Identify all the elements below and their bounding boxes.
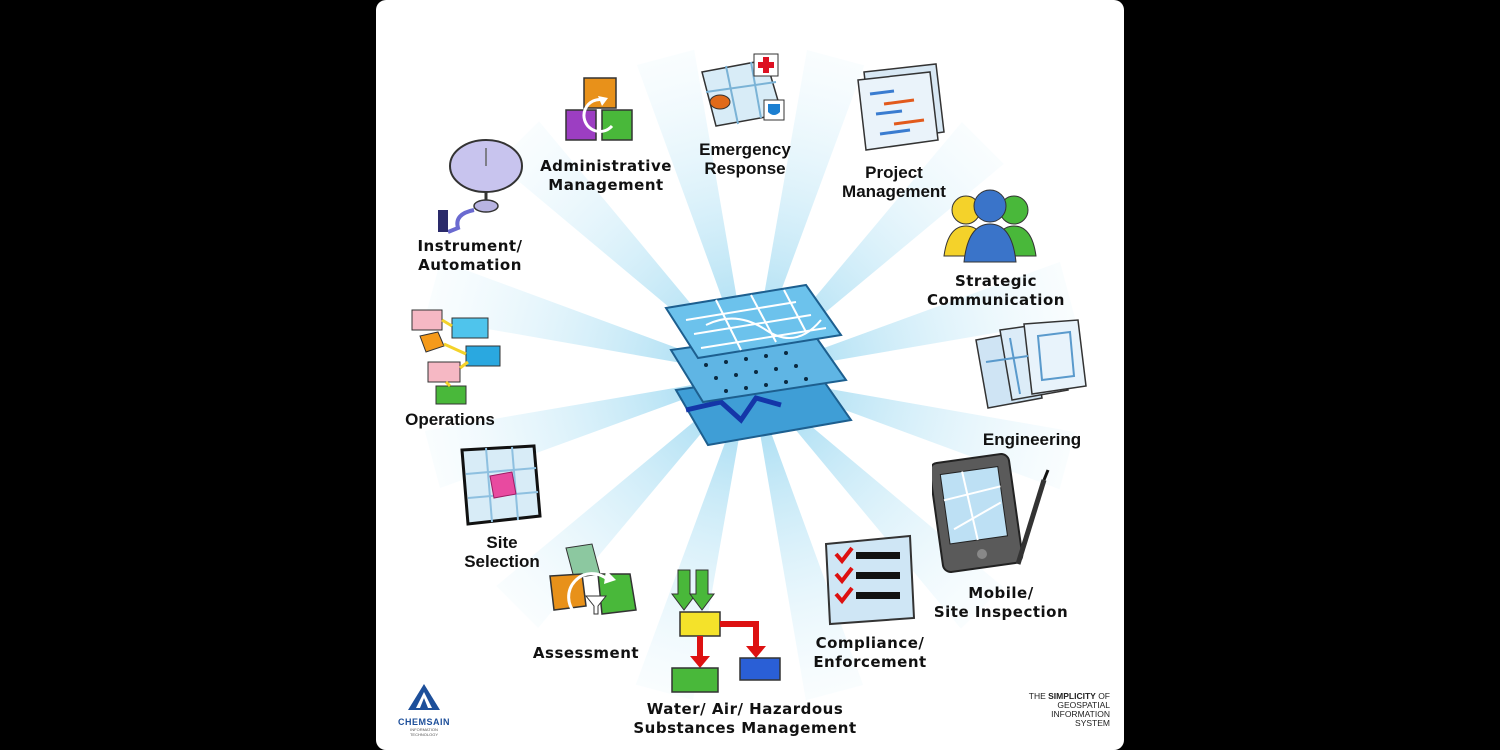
pda-stylus-icon [932,453,1050,573]
ray-mobile [750,375,1003,629]
tagline-pre: THE [1028,691,1049,701]
ray-water [635,375,750,701]
tagline-line3: INFORMATION [1051,709,1110,719]
blueprint-sheets-icon [975,319,1087,409]
label-instrument: Instrument/Automation [417,237,523,274]
tagline-line2: GEOSPATIAL [1057,700,1110,710]
cubes-cycle-icon [565,77,633,141]
tagline-line4: SYSTEM [1075,718,1110,728]
ray-strategic [750,261,1076,375]
ray-assessment [496,375,750,628]
logo-subtext: INFORMATION TECHNOLOGY [409,727,438,737]
gis-layers-stack-icon [664,283,853,447]
parcel-map-icon [460,444,542,526]
label-mobile: Mobile/Site Inspection [933,584,1069,621]
tagline-post: OF [1095,691,1110,701]
tagline-bold: SIMPLICITY [1048,691,1096,701]
ray-operations [424,260,750,375]
chemsain-logo-icon [408,684,440,710]
label-assessment: Assessment [532,644,640,662]
gantt-documents-icon [857,63,945,151]
label-engineering: Engineering [982,430,1082,449]
tagline: THE SIMPLICITY OF GEOSPATIAL INFORMATION… [1029,692,1110,728]
chemsain-logo: CHEMSAIN INFORMATION TECHNOLOGY [396,682,452,737]
checklist-icon [824,534,916,626]
label-compliance: Compliance/Enforcement [813,634,927,671]
sensor-dish-icon [438,139,523,234]
ray-administrative [636,49,750,376]
cubes-funnel-icon [549,543,637,616]
logo-text: CHEMSAIN [397,717,450,727]
label-operations: Operations [405,410,495,429]
flow-chart-icon [671,569,781,693]
process-flow-icon [411,309,501,405]
map-medical-icon [701,53,785,127]
people-group-icon [943,189,1037,263]
